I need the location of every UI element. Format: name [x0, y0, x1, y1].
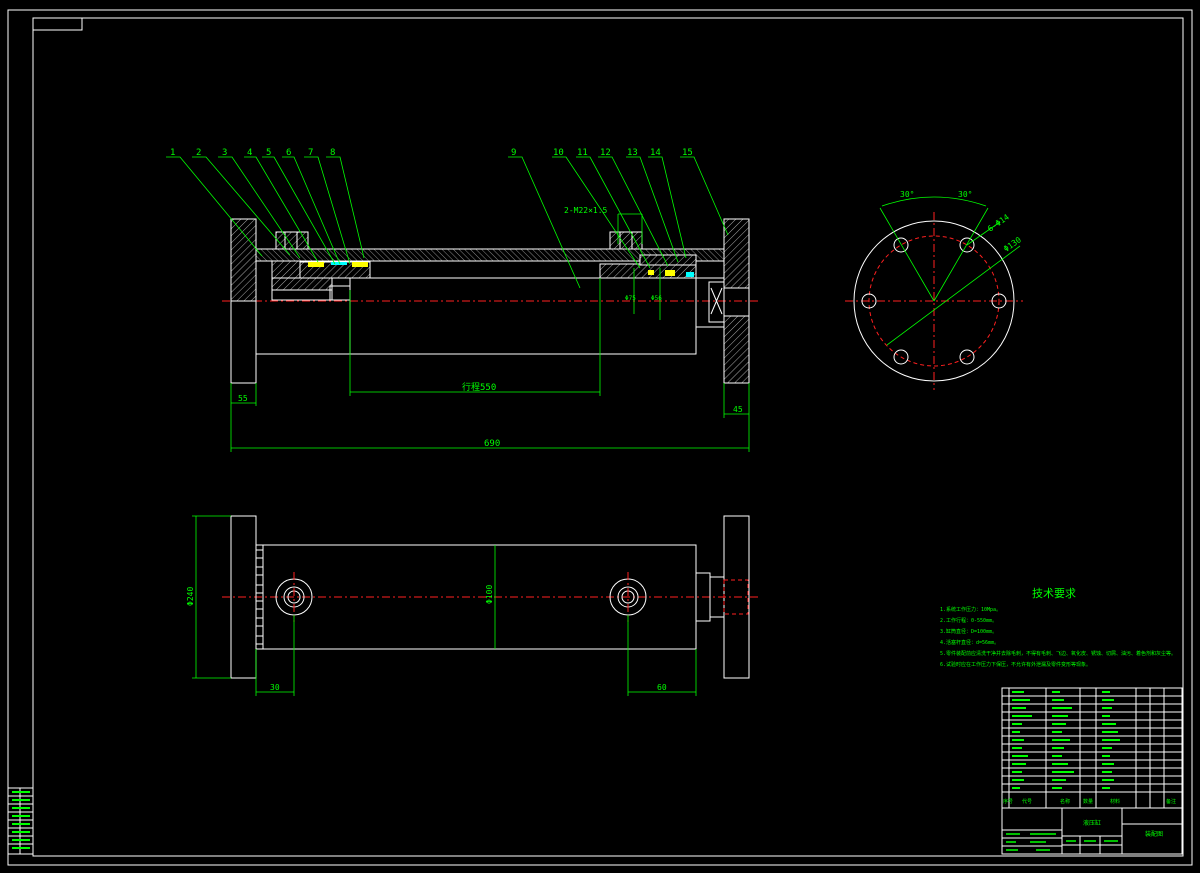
- part-number: 8: [330, 148, 335, 158]
- header-label: 代号: [1022, 798, 1032, 805]
- title-block: 序号 代号 名称 数量 材料 备注 液压缸 装配图: [1001, 687, 1183, 855]
- part-number: 1: [170, 148, 175, 158]
- tech-req-item: 6.试验时应在工作压力下保压，不允许有外泄漏及零件变形等现象。: [940, 661, 1091, 668]
- thread-callout: 2-M22×1.5: [564, 206, 608, 215]
- part-number: 15: [682, 148, 693, 158]
- part-number: 7: [308, 148, 313, 158]
- drawing-frame: [7, 9, 1193, 866]
- part-number: 5: [266, 148, 271, 158]
- port-offset-left: 30: [270, 683, 280, 692]
- angle-left: 30°: [900, 190, 914, 199]
- school-name: 装配图: [1145, 830, 1163, 838]
- flange-end-view: 30° 30° 6-Φ14 Φ130: [845, 190, 1023, 390]
- part-number: 6: [286, 148, 291, 158]
- header-label: 名称: [1060, 798, 1070, 805]
- rod-dia-a: Φ75: [625, 295, 636, 302]
- tech-req-title: 技术要求: [1032, 587, 1076, 600]
- stroke-dimension: 行程550: [462, 381, 496, 393]
- part-number: 4: [247, 148, 252, 158]
- part-numbers: 1 2 3 4 5 6 7 8 9 10 11 12 13 14 15: [170, 148, 693, 158]
- part-number: 10: [553, 148, 564, 158]
- right-flange-width: 45: [733, 405, 743, 414]
- header-label: 数量: [1083, 798, 1093, 805]
- part-number: 3: [222, 148, 227, 158]
- tech-req-item: 2.工作行程：0-550mm。: [940, 617, 997, 624]
- part-number: 2: [196, 148, 201, 158]
- part-number: 12: [600, 148, 611, 158]
- technical-requirements: 技术要求 1.系统工作压力：10Mpa。 2.工作行程：0-550mm。 3.缸…: [940, 587, 1176, 668]
- tech-req-item: 1.系统工作压力：10Mpa。: [940, 606, 1001, 613]
- elevation-view: Φ240 Φ100 30 60: [186, 515, 758, 696]
- angle-right: 30°: [958, 190, 972, 199]
- tech-req-item: 5.零件装配前应清洗干净并去除毛刺，不得有毛刺、飞边、氧化皮、锈蚀、切屑、油污、…: [940, 650, 1176, 657]
- port-offset-right: 60: [657, 683, 667, 692]
- section-view: Φ75 Φ56 2-M22×1.5 1 2 3: [166, 148, 758, 452]
- body-diameter: Φ100: [485, 585, 494, 604]
- header-label: 序号: [1003, 798, 1013, 805]
- header-label: 材料: [1110, 798, 1120, 805]
- left-flange-width: 55: [238, 394, 248, 403]
- tech-req-item: 3.缸筒直径：D=100mm。: [940, 628, 997, 635]
- part-number: 11: [577, 148, 588, 158]
- part-number: 14: [650, 148, 661, 158]
- holes-callout: 6-Φ14: [986, 212, 1011, 233]
- drawing-name: 液压缸: [1083, 819, 1101, 827]
- overall-length: 690: [484, 439, 500, 449]
- header-label: 备注: [1166, 798, 1176, 805]
- part-number: 9: [511, 148, 516, 158]
- tech-req-item: 4.活塞杆直径：d=56mm。: [940, 639, 999, 646]
- bolt-circle: Φ130: [1002, 235, 1023, 254]
- part-number: 13: [627, 148, 638, 158]
- rod-dia-b: Φ56: [651, 295, 662, 302]
- flange-diameter: Φ240: [186, 587, 195, 606]
- part-leaders: [166, 156, 729, 289]
